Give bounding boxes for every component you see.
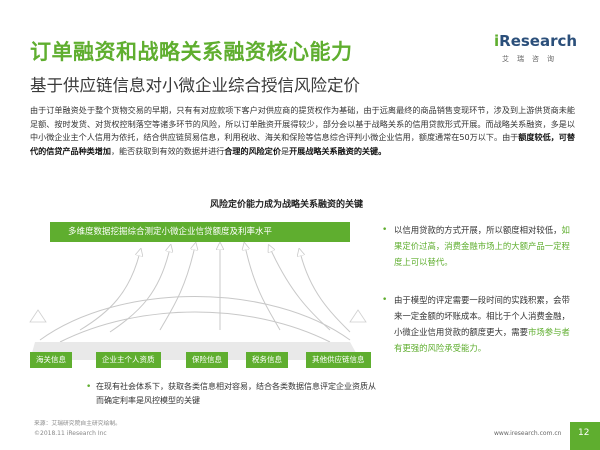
arrow-line <box>300 252 351 333</box>
diagram-title: 风险定价能力成为战略关系融资的关键 <box>210 200 364 210</box>
arrow-line <box>109 248 170 333</box>
footer-url: www.iresearch.com.cn <box>494 430 562 437</box>
page-subtitle: 基于供应链信息对小微企业综合授信风险定价 <box>30 76 360 95</box>
bullet-dot-icon: • <box>382 225 388 235</box>
arrow-line <box>245 246 281 331</box>
arrow-line <box>159 246 195 331</box>
logo-cn: 艾瑞咨询 <box>502 55 562 63</box>
right-bullets: • 以信用贷款的方式开展，所以额度相对较低，如果定价过高，消费金融市场上的大额产… <box>382 222 572 356</box>
banner-multidimensional-data: 多维度数据挖掘综合测定小微企业信贷额度及利率水平 <box>50 222 350 242</box>
bullet-dot-icon: • <box>86 382 92 392</box>
page-number-tag <box>570 422 600 450</box>
page-number: 12 <box>578 428 590 438</box>
arc-line <box>39 296 351 341</box>
page-title: 订单融资和战略关系融资核心能力 <box>30 40 353 64</box>
footer-source: 来源：艾瑞研究院自主研究绘制。 <box>34 421 121 427</box>
footer-copyright: ©2018.11 iResearch Inc <box>34 430 107 437</box>
source-owner-qualification: 企业主个人资质 <box>96 352 161 368</box>
arc-line <box>59 311 331 343</box>
bullet-2: • 由于模型的评定需要一段时间的实践积累，会带来一定金额的坏账成本。相比于个人消… <box>382 292 572 356</box>
source-other-supply-chain: 其他供应链信息 <box>306 352 371 368</box>
source-customs: 海关信息 <box>30 352 72 368</box>
source-tax: 税务信息 <box>246 352 288 368</box>
logo-wordmark: iResearch <box>494 32 578 50</box>
bullet-dot-icon: • <box>382 295 388 305</box>
triangle-marker <box>29 309 47 323</box>
intro-paragraph: 由于订单融资处于整个货物交易的早期，只有有对应款项下客户对供应商的提货权作为基础… <box>30 105 575 156</box>
diagram-note: • 在现有社会体系下，获取各类信息相对容易，结合各类数据信息评定企业资质从而确定… <box>86 382 376 405</box>
arrow-line <box>270 248 331 331</box>
triangle-marker <box>349 309 367 323</box>
arrow-line <box>79 252 140 331</box>
risk-pricing-diagram: 多维度数据挖掘综合测定小微企业信贷额度及利率水平 海关信息 企业主个人资质 保险… <box>20 212 371 380</box>
bullet-1: • 以信用贷款的方式开展，所以额度相对较低，如果定价过高，消费金融市场上的大额产… <box>382 222 572 270</box>
iresearch-logo: iResearch 艾瑞咨询 <box>494 32 578 72</box>
source-insurance: 保险信息 <box>186 352 228 368</box>
